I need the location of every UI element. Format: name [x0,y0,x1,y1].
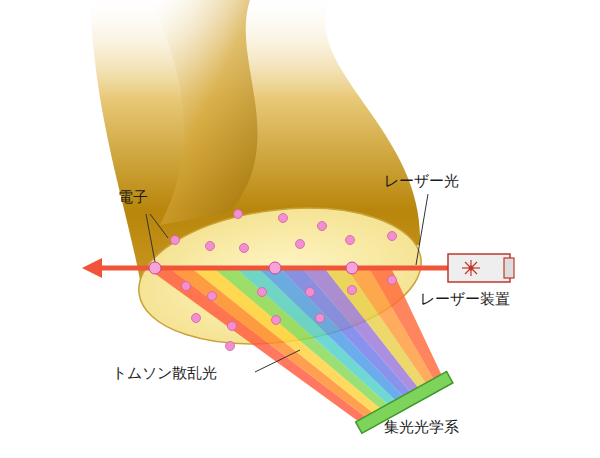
electron [346,262,358,274]
electron [279,214,288,223]
electron [226,342,235,351]
electrons [149,210,397,351]
electron [318,222,327,231]
optics-label: 集光光学系 [384,418,459,436]
electron [234,210,243,219]
electron [296,240,305,249]
electron [388,232,397,241]
electron [348,286,357,295]
electron [269,262,281,274]
electron [346,236,355,245]
electron [192,314,201,323]
electron [171,236,180,245]
electron [208,292,217,301]
electron [228,322,237,331]
electron [182,282,191,291]
laser-device-label: レーザー装置 [420,290,510,308]
electron [206,242,215,251]
plasma-twist [150,0,257,225]
electron [316,314,325,323]
leader-lines [146,194,428,372]
electron [272,316,281,325]
laser-light-label: レーザー光 [384,172,459,190]
light-wedge [370,270,444,384]
electron [388,276,397,285]
electron-label: 電子 [118,188,148,206]
electron [240,244,249,253]
electron [258,288,267,297]
electron [149,262,161,274]
laser-device [448,254,514,282]
electron [306,288,315,297]
thomson-light-label: トムソン散乱光 [112,364,217,382]
